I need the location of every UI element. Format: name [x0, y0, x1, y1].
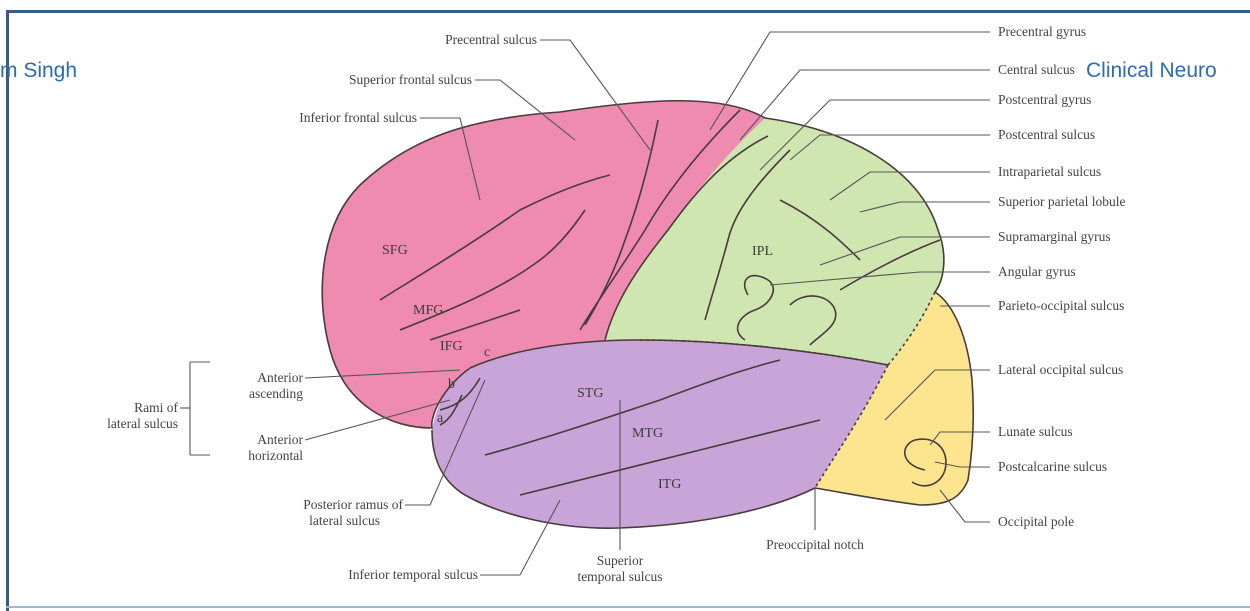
- label-postcalcarine-sulcus: Postcalcarine sulcus: [998, 459, 1107, 474]
- label-preoccipital-notch: Preoccipital notch: [766, 537, 864, 552]
- label-anterior-horizontal-2: horizontal: [248, 448, 303, 463]
- label-inferior-temporal-sulcus: Inferior temporal sulcus: [348, 567, 478, 582]
- label-rami-line2: lateral sulcus: [107, 416, 178, 431]
- label-inferior-frontal-sulcus: Inferior frontal sulcus: [299, 110, 417, 125]
- label-anterior-ascending-2: ascending: [249, 386, 303, 401]
- label-lunate-sulcus: Lunate sulcus: [998, 424, 1073, 439]
- label-superior-parietal-lobule: Superior parietal lobule: [998, 194, 1125, 209]
- label-posterior-ramus-2: lateral sulcus: [309, 513, 380, 528]
- label-superior-temporal-1: Superior: [597, 553, 644, 568]
- label-mfg: MFG: [413, 303, 443, 318]
- top-label-group: Precentral sulcus Superior frontal sulcu…: [299, 32, 537, 125]
- label-ramus-a: a: [437, 411, 444, 426]
- label-central-sulcus: Central sulcus: [998, 62, 1075, 77]
- label-ramus-c: c: [484, 345, 490, 360]
- label-supramarginal-gyrus: Supramarginal gyrus: [998, 229, 1111, 244]
- label-ifg: IFG: [440, 339, 463, 354]
- label-precentral-gyrus: Precentral gyrus: [998, 24, 1086, 39]
- label-lateral-occipital-sulcus: Lateral occipital sulcus: [998, 362, 1123, 377]
- label-parieto-occipital-sulcus: Parieto-occipital sulcus: [998, 298, 1124, 313]
- label-superior-frontal-sulcus: Superior frontal sulcus: [349, 72, 472, 87]
- label-mtg: MTG: [632, 426, 663, 441]
- label-stg: STG: [577, 386, 603, 401]
- header-right-text: Clinical Neuro: [1086, 59, 1217, 83]
- label-angular-gyrus: Angular gyrus: [998, 264, 1076, 279]
- label-itg: ITG: [658, 477, 681, 492]
- label-posterior-ramus-1: Posterior ramus of: [303, 497, 403, 512]
- label-postcentral-sulcus: Postcentral sulcus: [998, 127, 1095, 142]
- label-anterior-ascending-1: Anterior: [257, 370, 303, 385]
- label-occipital-pole: Occipital pole: [998, 514, 1074, 529]
- label-anterior-horizontal-1: Anterior: [257, 432, 303, 447]
- header-left-text: m Singh: [0, 59, 77, 83]
- label-superior-temporal-2: temporal sulcus: [577, 569, 662, 584]
- label-precentral-sulcus: Precentral sulcus: [445, 32, 537, 47]
- label-ramus-b: b: [448, 377, 455, 392]
- right-label-group: Precentral gyrus Central sulcus Postcent…: [998, 24, 1125, 529]
- label-intraparietal-sulcus: Intraparietal sulcus: [998, 164, 1101, 179]
- bottom-label-group: Inferior temporal sulcus Superior tempor…: [348, 537, 864, 584]
- label-postcentral-gyrus: Postcentral gyrus: [998, 92, 1091, 107]
- label-rami-line1: Rami of: [134, 400, 178, 415]
- label-ipl: IPL: [752, 244, 773, 259]
- label-sfg: SFG: [382, 243, 408, 258]
